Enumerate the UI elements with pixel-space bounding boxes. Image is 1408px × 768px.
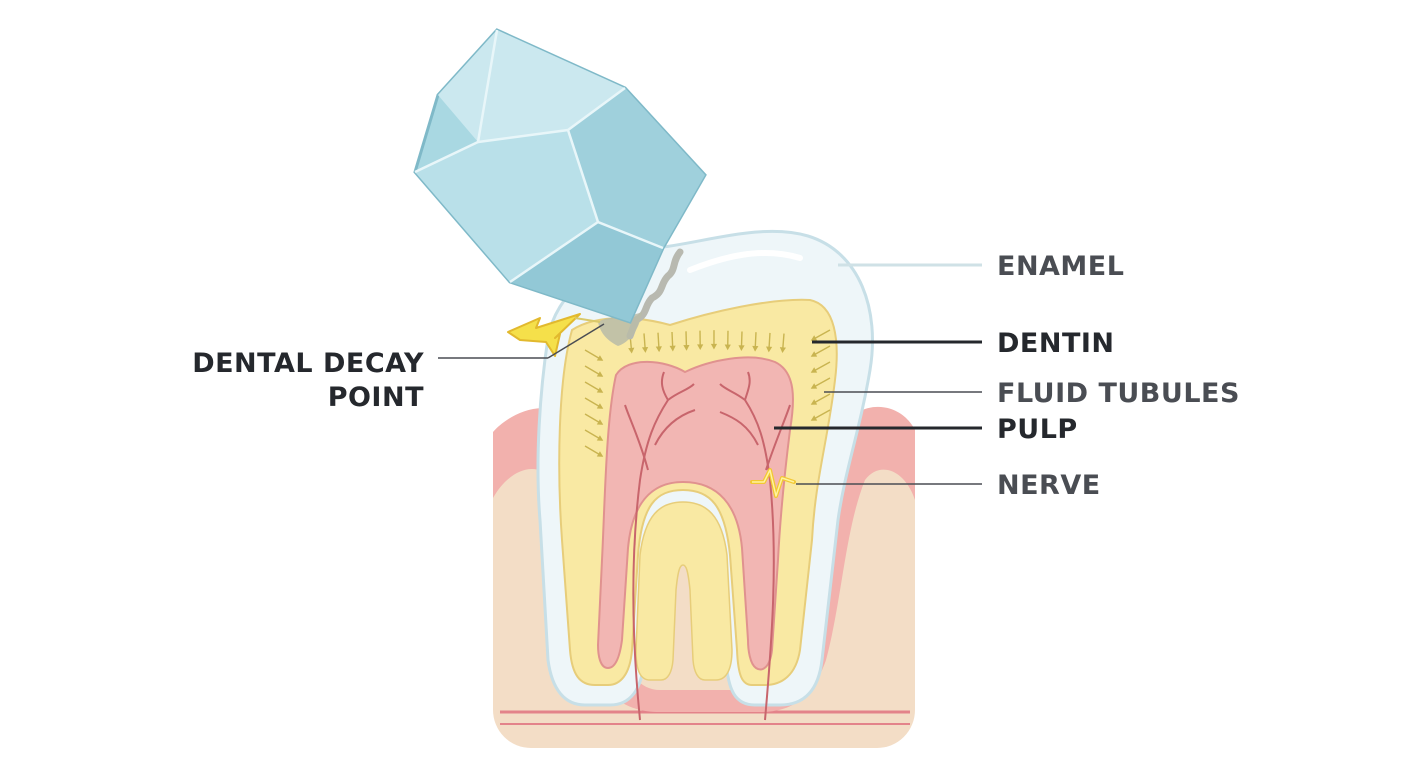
- nerve-branches: [624, 371, 791, 721]
- tubule-arrowhead: [752, 345, 759, 352]
- tubule-arrowhead: [810, 399, 818, 405]
- tubule-arrowhead: [596, 451, 604, 457]
- pulp-label: PULP: [997, 414, 1078, 445]
- tubule-arrowhead: [641, 346, 649, 353]
- ice-crystal-icon: [413, 28, 707, 324]
- lightning-spark-icon: [507, 313, 601, 357]
- nerve-label: NERVE: [997, 470, 1101, 501]
- enamel-highlight: [687, 250, 803, 273]
- tubule-arrowhead: [724, 344, 731, 351]
- decay-label-line1: DENTAL DECAY: [192, 348, 424, 379]
- tubule-arrowhead: [596, 435, 604, 441]
- tubule-arrowhead: [810, 335, 818, 341]
- tubule-arrowhead: [810, 351, 818, 357]
- dentin-label: DENTIN: [997, 328, 1115, 359]
- root-dentin-core: [635, 501, 733, 681]
- tubule-arrowhead: [779, 347, 786, 354]
- pulp-chamber: [596, 356, 794, 671]
- tubule-arrowhead: [596, 387, 604, 393]
- tubule-arrowhead: [596, 371, 604, 377]
- tubule-arrowhead: [655, 346, 662, 353]
- tubule-arrowhead: [596, 355, 604, 361]
- tubule-arrowhead: [596, 419, 604, 425]
- tubule-arrowhead: [683, 345, 690, 351]
- decay-leader-diagonal: [547, 323, 605, 359]
- tubule-arrowhead: [697, 344, 704, 351]
- tubule-arrowhead: [738, 345, 745, 351]
- decay-label-line2: POINT: [328, 382, 424, 413]
- tubule-arrowhead: [766, 346, 773, 353]
- tubule-arrowhead: [628, 347, 635, 354]
- tubule-arrowhead: [810, 383, 818, 389]
- enamel-label: ENAMEL: [997, 251, 1124, 282]
- nerve-pulse-icon: [750, 468, 796, 498]
- tubule-arrowhead: [596, 403, 604, 409]
- enamel-crack: [626, 248, 684, 340]
- tubule-arrowhead: [669, 345, 676, 352]
- tubule-arrowhead: [810, 367, 818, 373]
- tubule-arrowhead: [810, 415, 818, 421]
- fluid-tubules-label: FLUID TUBULES: [997, 378, 1240, 409]
- tubule-arrowhead: [710, 343, 718, 350]
